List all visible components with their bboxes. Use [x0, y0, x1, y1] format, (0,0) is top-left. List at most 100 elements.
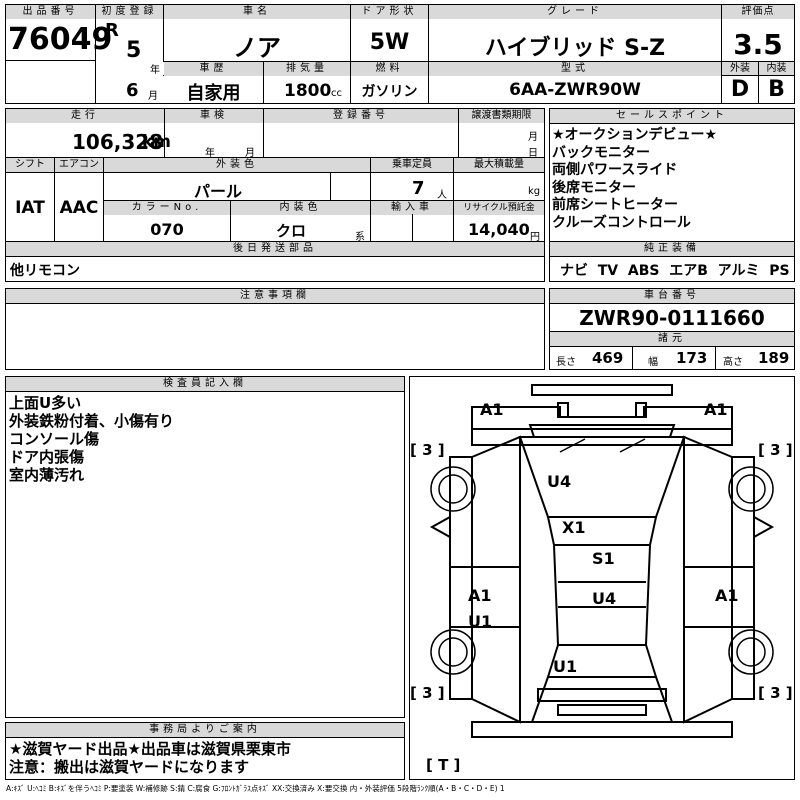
insp-month-unit: 月 — [245, 148, 255, 159]
equipment-item: ABS — [627, 263, 660, 279]
fuel: ガソリン — [361, 84, 418, 100]
color-number: 070 — [150, 220, 184, 239]
insp-year-unit: 年 — [205, 148, 215, 159]
lot-number: 76049 — [8, 22, 113, 57]
header-section — [5, 4, 795, 104]
later-label: 後日発送部品 — [6, 242, 544, 256]
era: R — [105, 20, 119, 41]
office-section — [5, 722, 405, 780]
model-label: 型式 — [429, 62, 721, 76]
recycle-unit: 円 — [530, 232, 540, 243]
rear-bumper-outline — [537, 688, 667, 702]
chassis-number: ZWR90-0111660 — [579, 306, 765, 330]
year-unit: 年 — [150, 65, 160, 76]
length-label: 長さ — [556, 357, 576, 368]
tire-tread-mark: [ 3 ] — [410, 684, 445, 702]
load-unit: kg — [528, 186, 541, 197]
mileage: 106,328 — [72, 130, 164, 154]
left-mirror — [429, 515, 451, 539]
month-unit: 月 — [148, 91, 158, 102]
damage-mark: U4 — [592, 589, 616, 608]
damage-mark: A1 — [480, 400, 504, 419]
model: 6AA-ZWR90W — [509, 80, 641, 100]
name-label: 車名 — [164, 5, 350, 19]
later-parts: 他リモコン — [10, 263, 80, 279]
tire-tread-mark: [ 3 ] — [758, 684, 793, 702]
notes-label: 注意事項欄 — [6, 289, 544, 303]
equipment-label: 純正装備 — [550, 242, 794, 256]
height-label: 高さ — [723, 357, 743, 368]
left-side-body — [471, 435, 521, 724]
door-type: 5W — [369, 30, 410, 55]
recycle-label: リサイクル預託金 — [454, 201, 544, 215]
reg-year: 5 — [126, 38, 142, 63]
grade-label: グレード — [429, 5, 721, 19]
tire-front-left — [430, 466, 476, 512]
width: 173 — [676, 349, 708, 367]
int-color-label: 内装色 — [231, 201, 370, 215]
equipment-item: エアB — [669, 263, 708, 279]
displacement-label: 排気量 — [264, 62, 350, 76]
sales-point: クルーズコントロール — [552, 214, 691, 231]
exterior-color: パール — [193, 182, 242, 201]
car-name: ノア — [233, 34, 281, 62]
sales-points-section — [549, 108, 795, 282]
fuel-label: 燃料 — [351, 62, 428, 76]
load-label: 最大積載量 — [454, 158, 544, 172]
tire-rear-right — [728, 629, 774, 675]
inspector-line: コンソール傷 — [9, 430, 100, 448]
length: 469 — [592, 349, 624, 367]
office-label: 事務局よりご案内 — [6, 723, 404, 737]
damage-mark: S1 — [592, 549, 615, 568]
tire-rear-left — [430, 629, 476, 675]
damage-mark: U1 — [553, 657, 577, 676]
sales-point: ★オークションデビュー★ — [552, 127, 718, 143]
lot-label: 出品番号 — [6, 5, 95, 19]
capacity: 7 — [412, 178, 425, 199]
hood-edge — [471, 428, 733, 446]
equipment-list: ナビ TV ABS エアB アルミ PS PW — [560, 260, 800, 280]
detail-section — [5, 108, 545, 282]
damage-mark: U1 — [468, 612, 492, 631]
int-color: クロ — [275, 222, 306, 240]
interior-label: 内装 — [759, 62, 794, 76]
rear-plate — [557, 704, 647, 716]
damage-mark: U4 — [547, 472, 571, 491]
front-bumper-outline — [531, 384, 673, 396]
chassis-label: 車台番号 — [550, 289, 794, 303]
import-label: 輸入車 — [371, 201, 453, 215]
equipment-item: ナビ — [560, 263, 588, 279]
interior-grade: B — [768, 77, 785, 102]
inspector-line: 室内薄汚れ — [9, 466, 85, 484]
inspector-section — [5, 376, 405, 718]
sales-point-lines: ★オークションデビュー★ バックモニター 両側パワースライド 後席モニター 前席… — [552, 127, 717, 233]
front-fascia — [471, 406, 733, 429]
spec-label: 諸元 — [550, 332, 794, 346]
reg-month: 6 — [126, 80, 139, 101]
ac: AAC — [59, 198, 99, 218]
tire-front-right — [728, 466, 774, 512]
inspector-line: ドア内張傷 — [9, 448, 85, 466]
shift-label: シフト — [6, 158, 54, 172]
equipment-item: PS — [769, 263, 790, 279]
sales-point: 両側パワースライド — [552, 162, 678, 179]
right-side-body — [683, 435, 733, 724]
car-diagram-svg: A1 A1 U4 X1 S1 A1 U1 U4 A1 U1 [ 3 ] [ 3 … — [410, 384, 793, 774]
reg-no-label: 登録番号 — [264, 109, 458, 123]
score: 3.5 — [733, 28, 783, 61]
damage-mark: A1 — [468, 586, 492, 605]
exterior-label: 外装 — [722, 62, 758, 76]
hood — [518, 436, 686, 518]
int-color-unit: 系 — [355, 232, 365, 243]
sales-point: 前席シートヒーター — [552, 197, 678, 214]
equipment-item: アルミ — [717, 263, 760, 279]
sales-point: バックモニター — [552, 144, 650, 161]
sales-point: 後席モニター — [552, 179, 636, 196]
inspection-label: 車検 — [165, 109, 263, 123]
inspector-label: 検査員記入欄 — [6, 377, 404, 391]
tire-tread-mark: [ 3 ] — [410, 441, 445, 459]
office-lines: ★滋賀ヤード出品★出品車は滋賀県栗東市 注意：搬出は滋賀ヤードになります — [9, 740, 291, 776]
damage-mark: A1 — [704, 400, 728, 419]
office-line: ★滋賀ヤード出品★出品車は滋賀県栗東市 — [9, 740, 291, 758]
right-mirror — [753, 515, 775, 539]
